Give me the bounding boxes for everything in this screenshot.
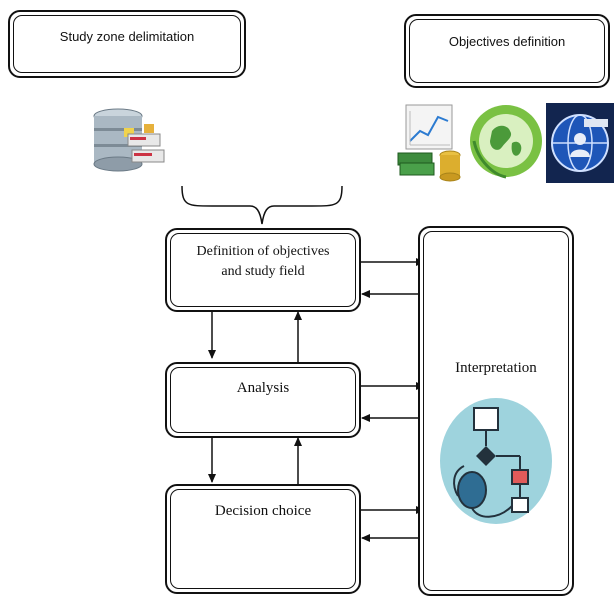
definition-label: Definition of objectives and study field [196, 244, 330, 279]
decision-choice-box: Decision choice [165, 484, 361, 594]
money-chart-icon [397, 104, 461, 182]
objectives-definition-label: Objectives definition [448, 34, 566, 49]
brace [181, 185, 343, 225]
flowchart-icon [440, 398, 552, 524]
decision-choice-label: Decision choice [214, 503, 312, 519]
study-zone-label: Study zone delimitation [59, 29, 195, 44]
objectives-definition-box: Objectives definition [404, 14, 610, 88]
globe-leaf-icon [470, 105, 542, 179]
interpretation-label: Interpretation [455, 360, 537, 376]
analysis-label: Analysis [236, 380, 290, 396]
study-zone-box: Study zone delimitation [8, 10, 246, 78]
database-stack-icon [93, 108, 165, 172]
analysis-box: Analysis [165, 362, 361, 438]
definition-box: Definition of objectives and study field [165, 228, 361, 312]
community-globe-icon [546, 103, 614, 183]
